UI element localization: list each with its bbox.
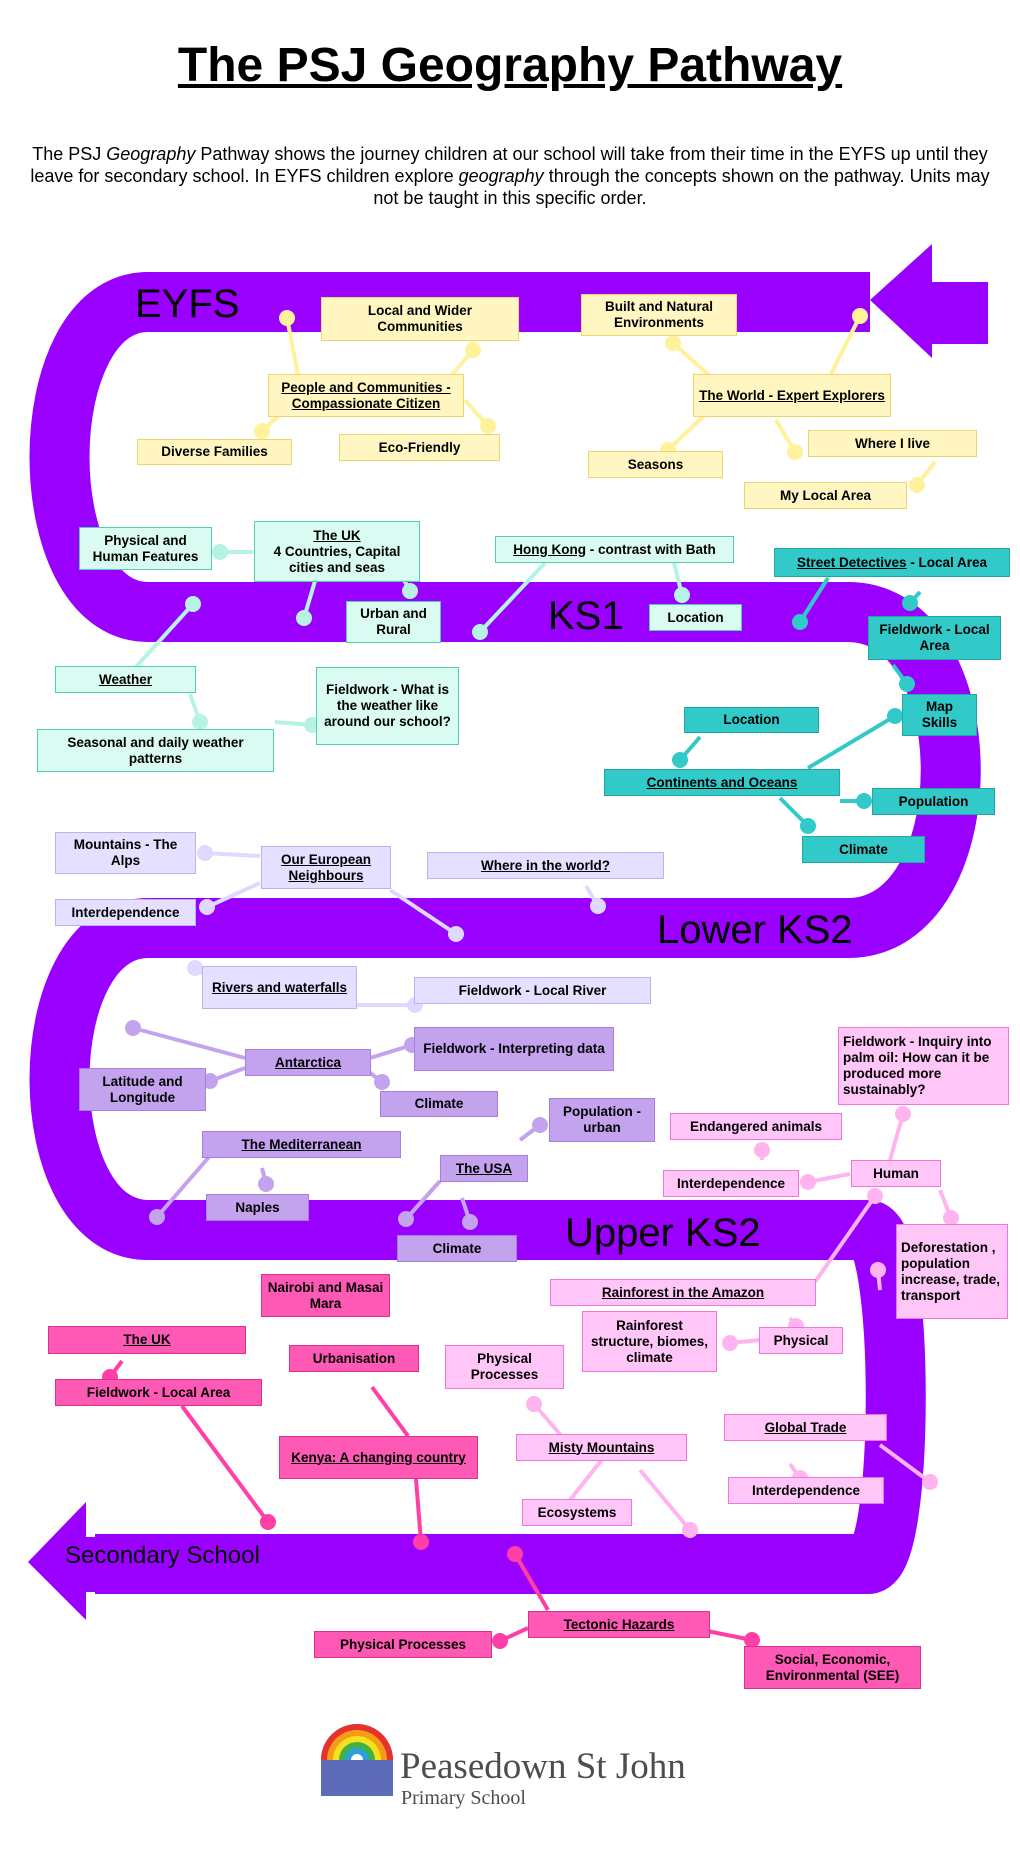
lks2-european-neighbours-box: Our European Neighbours (261, 846, 391, 889)
eyfs-where-i-live-box: Where I live (808, 430, 977, 457)
uks2-physical-box: Physical (759, 1327, 843, 1354)
sec-nairobi-box: Nairobi and Masai Mara (261, 1274, 390, 1317)
lks2-population-urban-box: Population - urban (549, 1098, 655, 1142)
sec-physical-processes-box: Physical Processes (314, 1631, 492, 1658)
lks2-climate-antarctica-box: Climate (380, 1091, 498, 1117)
sec-kenya-box: Kenya: A changing country (279, 1436, 478, 1479)
stage-label-secondary: Secondary School (65, 1542, 260, 1569)
lks2-mediterranean-box: The Mediterranean (202, 1131, 401, 1158)
uks2-fieldwork-palm-oil-box: Fieldwork - Inquiry into palm oil: How c… (838, 1027, 1009, 1105)
eyfs-my-local-area-box: My Local Area (744, 482, 907, 509)
uks2-global-trade-box: Global Trade (724, 1414, 887, 1441)
uks2-interdependence-trade-box: Interdependence (728, 1477, 884, 1504)
page-title: The PSJ Geography Pathway (177, 39, 843, 92)
ks1-hong-kong-box: Hong Kong - contrast with Bath (495, 536, 734, 563)
school-logo-icon (321, 1724, 393, 1796)
lks2-fieldwork-river-box: Fieldwork - Local River (414, 977, 651, 1004)
lower-ks2-dots (187, 845, 606, 1013)
sec-fieldwork-local-box: Fieldwork - Local Area (55, 1379, 262, 1406)
lks2-fieldwork-interpreting-box: Fieldwork - Interpreting data (414, 1027, 614, 1071)
school-name: Peasedown St John (400, 1746, 686, 1787)
ks1-population-box: Population (872, 788, 995, 815)
ks1-street-detectives-box: Street Detectives - Local Area (774, 548, 1010, 577)
ks1-fieldwork-weather-box: Fieldwork - What is the weather like aro… (316, 667, 459, 745)
ks1-dots (185, 544, 690, 733)
sec-uk-box: The UK (48, 1326, 246, 1354)
uks2-rainforest-structure-box: Rainforest structure, biomes, climate (582, 1311, 717, 1372)
ks1-dark-dots (672, 595, 918, 834)
ks1-map-skills-box: Map Skills (902, 694, 977, 736)
stage-label-eyfs: EYFS (135, 282, 240, 326)
lks2-naples-box: Naples (206, 1194, 309, 1221)
intro-paragraph: The PSJ Geography Pathway shows the jour… (30, 144, 990, 208)
lks2-rivers-waterfalls-box: Rivers and waterfalls (202, 966, 357, 1009)
stage-label-lower-ks2: Lower KS2 (657, 908, 853, 952)
sec-social-economic-box: Social, Economic, Environmental (SEE) (744, 1646, 921, 1689)
eyfs-diverse-families-box: Diverse Families (137, 439, 292, 465)
uks2-ecosystems-box: Ecosystems (522, 1499, 632, 1526)
pathway-band (29, 272, 981, 1594)
eyfs-seasons-box: Seasons (588, 451, 723, 478)
ks1-location-dark-box: Location (684, 707, 819, 733)
eyfs-eco-friendly-box: Eco-Friendly (339, 434, 500, 461)
eyfs-world-experts-box: The World - Expert Explorers (693, 374, 891, 417)
lks2-latitude-longitude-box: Latitude and Longitude (79, 1068, 206, 1111)
lower-ks2-dark-connectors (132, 1026, 542, 1223)
eyfs-people-communities-box: People and Communities - Compassionate C… (268, 374, 464, 417)
lks2-antarctica-box: Antarctica (245, 1049, 371, 1076)
end-arrow (28, 1502, 120, 1620)
lks2-interdependence-box: Interdependence (55, 899, 196, 926)
secondary-dots (102, 1369, 760, 1649)
sec-urbanisation-box: Urbanisation (289, 1345, 419, 1372)
ks1-physical-human-box: Physical and Human Features (79, 527, 212, 570)
ks1-urban-rural-box: Urban and Rural (346, 601, 441, 643)
lks2-mountains-alps-box: Mountains - The Alps (55, 832, 196, 874)
lks2-climate-usa-box: Climate (397, 1235, 517, 1262)
eyfs-built-natural-box: Built and Natural Environments (581, 294, 737, 336)
eyfs-local-wider-box: Local and Wider Communities (321, 297, 519, 341)
uks2-misty-mountains-box: Misty Mountains (516, 1434, 687, 1461)
lower-ks2-connectors (193, 851, 600, 1007)
lower-ks2-dark-dots (125, 1020, 548, 1230)
ks1-climate-box: Climate (802, 836, 925, 863)
lks2-usa-box: The USA (440, 1155, 528, 1182)
stage-label-ks1: KS1 (548, 594, 624, 638)
lks2-where-in-world-box: Where in the world? (427, 852, 664, 879)
ks1-location-light-box: Location (649, 604, 742, 631)
uks2-physical-processes-box: Physical Processes (445, 1345, 564, 1389)
uks2-rainforest-amazon-box: Rainforest in the Amazon (550, 1279, 816, 1306)
ks1-continents-oceans-box: Continents and Oceans (604, 769, 840, 796)
stage-label-upper-ks2: Upper KS2 (565, 1211, 761, 1255)
ks1-fieldwork-local-area-box: Fieldwork - Local Area (868, 616, 1001, 660)
ks1-weather-box: Weather (55, 666, 196, 693)
ks1-seasonal-weather-box: Seasonal and daily weather patterns (37, 729, 274, 772)
uks2-endangered-animals-box: Endangered animals (670, 1113, 842, 1140)
uks2-human-box: Human (851, 1160, 941, 1187)
uks2-interdependence-box: Interdependence (663, 1170, 799, 1197)
start-arrow (870, 244, 988, 358)
sec-tectonic-hazards-box: Tectonic Hazards (528, 1611, 710, 1638)
school-subtitle: Primary School (401, 1787, 526, 1809)
uks2-deforestation-box: Deforestation , population increase, tra… (896, 1224, 1008, 1319)
